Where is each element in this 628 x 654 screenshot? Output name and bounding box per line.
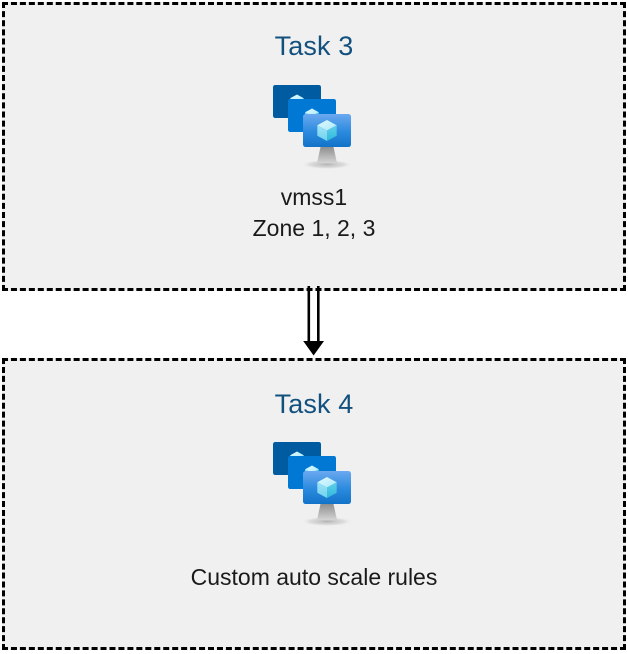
task-box-captions: Custom auto scale rules [191, 562, 438, 593]
task-box-task-3: Task 3 [2, 2, 626, 291]
task-box-title: Task 3 [274, 31, 354, 61]
connector-arrow [296, 286, 332, 358]
caption-line: vmss1 [280, 184, 348, 210]
monitor-stand [302, 147, 352, 170]
monitor-front [303, 114, 351, 147]
arrow-stem-left [307, 286, 311, 342]
task-box-task-4: Task 4 [2, 358, 626, 650]
monitor-stand [302, 504, 352, 527]
caption-line: Zone 1, 2, 3 [252, 215, 376, 241]
monitor-front [303, 471, 351, 504]
caption-line: Custom auto scale rules [190, 564, 438, 590]
vm-scale-set-icon [264, 430, 364, 530]
vm-scale-set-icon [264, 73, 364, 173]
arrow-stem-right [317, 286, 320, 342]
task-box-title: Task 4 [274, 389, 354, 419]
arrow-head [303, 341, 324, 356]
task-box-captions: vmss1 Zone 1, 2, 3 [253, 182, 376, 244]
